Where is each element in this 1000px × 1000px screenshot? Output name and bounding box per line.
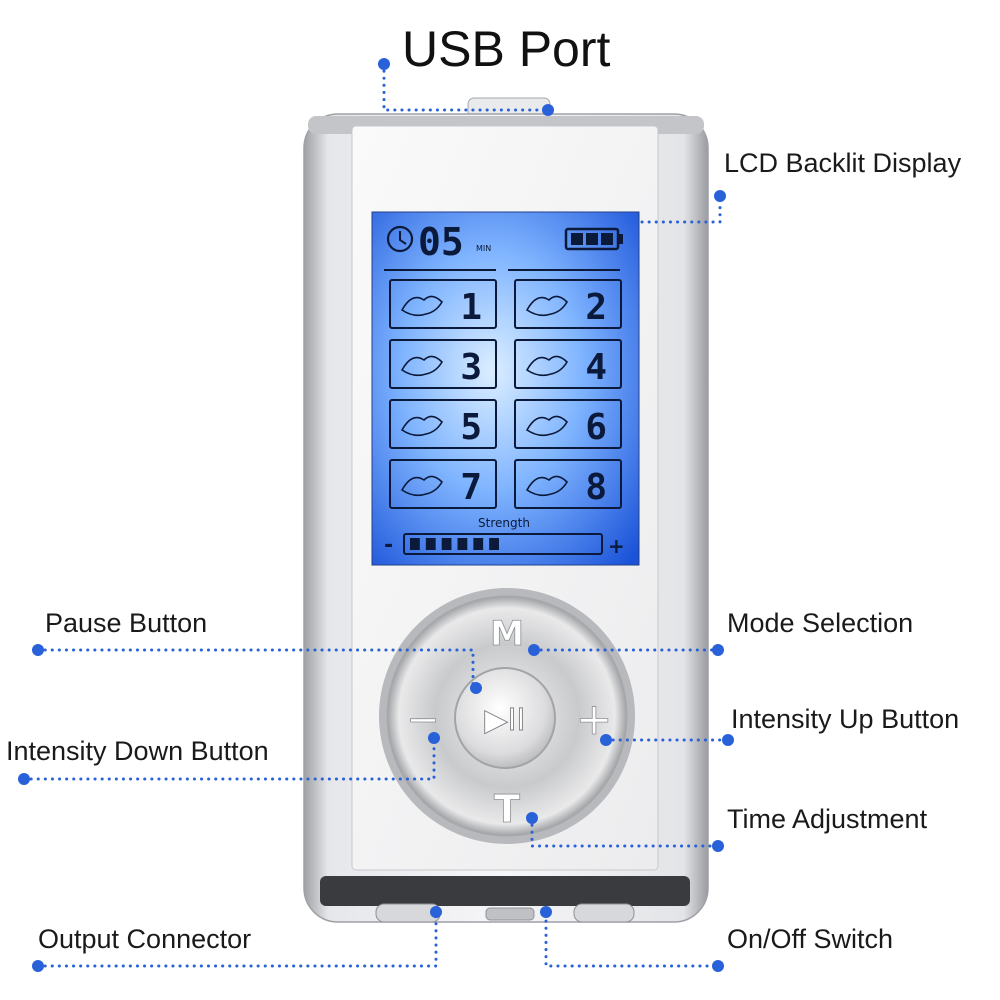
body-part-icon [400, 475, 444, 497]
dot-usb-start [378, 58, 390, 70]
clock-hands [399, 231, 407, 245]
time-button[interactable]: T [494, 787, 521, 832]
leader-time [530, 816, 720, 848]
dot-onoff-end [712, 960, 724, 972]
onoff-switch[interactable] [573, 903, 635, 923]
bottom-band [320, 876, 690, 906]
mode-number: 6 [585, 407, 607, 448]
mode-cell-frame [514, 459, 622, 509]
mode-cell: 7 [389, 459, 497, 509]
label-onoff-switch: On/Off Switch [727, 924, 894, 954]
strength-segment [441, 538, 452, 550]
callout-dots [18, 58, 734, 972]
strength-plus: + [608, 534, 625, 558]
battery-bar [571, 233, 583, 245]
label-intensity-down-button: Intensity Down Button [6, 736, 269, 766]
body-part-icon [400, 415, 444, 437]
body-part-icon [400, 295, 444, 317]
mode-cell-frame [514, 339, 622, 389]
label-time-adjustment: Time Adjustment [727, 804, 928, 834]
play-pause-icon: ▶II [485, 703, 526, 738]
battery-tip [618, 234, 623, 244]
dot-output-end [430, 906, 442, 918]
body-part-icon [525, 475, 569, 497]
label-pause-button: Pause Button [45, 608, 208, 638]
mode-cell-frame [389, 339, 497, 389]
dot-pause-end [470, 682, 482, 694]
mode-cell: 3 [389, 339, 497, 389]
leader-output [36, 912, 438, 968]
dot-intensity-up-end [722, 734, 734, 746]
callout-lines [22, 62, 730, 968]
mode-cell: 8 [514, 459, 622, 509]
strength-bar-frame [403, 533, 603, 555]
dot-mode-start [528, 644, 540, 656]
dot-pause-start [32, 644, 44, 656]
mode-number: 5 [460, 407, 482, 448]
pause-button[interactable] [454, 667, 556, 769]
battery-bar [601, 233, 613, 245]
dot-time-start [526, 812, 538, 824]
body-part-icon [525, 355, 569, 377]
label-lcd-backlit-display: LCD Backlit Display [724, 148, 962, 178]
mode-grid: 1 2 3 4 5 6 7 8 [389, 279, 622, 509]
mode-cell-frame [389, 459, 497, 509]
lcd-display: 05 MIN 1 2 3 4 5 6 7 8 Strength - + [371, 211, 640, 566]
title-usb-port: USB Port [402, 21, 611, 77]
mode-cell: 2 [514, 279, 622, 329]
mode-cell: 1 [389, 279, 497, 329]
leader-usb-port [382, 62, 550, 112]
leader-lcd [640, 194, 722, 224]
mode-number: 7 [460, 467, 482, 508]
mode-number: 2 [585, 287, 607, 328]
strength-label: Strength [478, 516, 530, 530]
label-intensity-up-button: Intensity Up Button [731, 704, 960, 734]
dot-mode-end [712, 644, 724, 656]
body-part-icon [400, 355, 444, 377]
control-wheel: M T − + ▶II [379, 588, 635, 844]
timer-value: 05 [418, 220, 464, 264]
strength-segment [425, 538, 436, 550]
dot-usb-end [542, 104, 554, 116]
body-part-icon [525, 295, 569, 317]
mode-number: 1 [460, 287, 482, 328]
strength-segment [410, 538, 420, 550]
mode-cell-frame [389, 399, 497, 449]
strength-bars [410, 538, 499, 550]
mode-cell: 5 [389, 399, 497, 449]
timer-unit: MIN [476, 244, 491, 253]
mode-button[interactable]: M [490, 614, 525, 655]
strength-segment [457, 538, 468, 550]
mode-cell-frame [514, 399, 622, 449]
mode-number: 3 [460, 347, 482, 388]
strength-segment [489, 538, 499, 550]
mode-number: 4 [585, 347, 607, 388]
mode-cell-frame [514, 279, 622, 329]
body-part-icon [525, 415, 569, 437]
battery-bar [586, 233, 598, 245]
strength-segment [473, 538, 484, 550]
dot-time-end [712, 840, 724, 852]
mode-number: 8 [585, 467, 607, 508]
mode-cell: 4 [514, 339, 622, 389]
clock-icon [386, 225, 414, 253]
strength-minus: - [384, 533, 393, 558]
mode-cell: 6 [514, 399, 622, 449]
bottom-connector-center [485, 907, 535, 921]
battery-bars [571, 233, 613, 245]
label-output-connector: Output Connector [38, 924, 252, 954]
label-mode-selection: Mode Selection [727, 608, 914, 638]
dot-output-start [32, 960, 44, 972]
dot-lcd-start [714, 190, 726, 202]
dot-intensity-down-start [18, 773, 30, 785]
dot-intensity-down-end [428, 732, 440, 744]
dot-onoff-start [540, 906, 552, 918]
dot-intensity-up-start [600, 734, 612, 746]
mode-cell-frame [389, 279, 497, 329]
